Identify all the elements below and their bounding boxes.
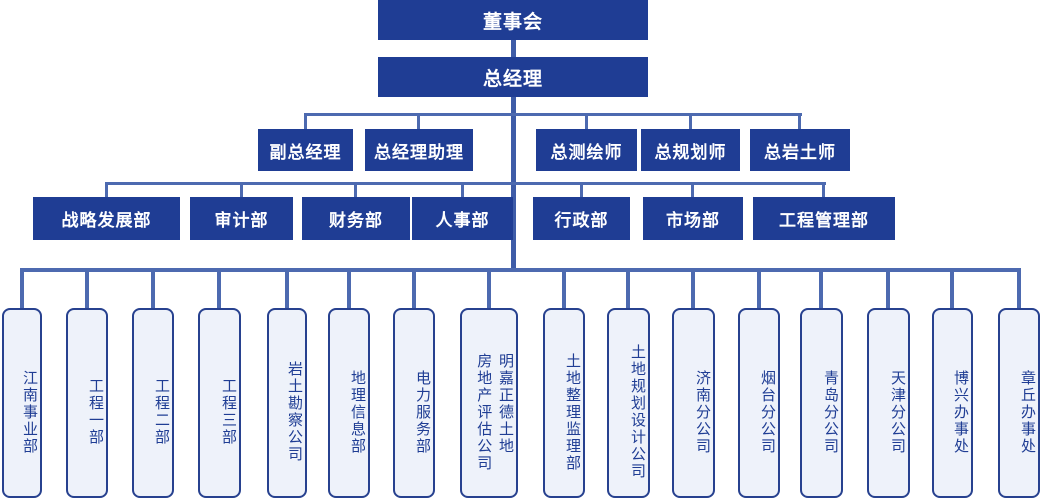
connector-bar-level3 bbox=[304, 113, 802, 116]
connector-drop bbox=[585, 113, 588, 130]
unit-land-consolidation-supervision-dept: 土地整理监理部 bbox=[543, 308, 585, 498]
node-strategy-development-dept: 战略发展部 bbox=[33, 197, 180, 240]
unit-qingdao-branch: 青岛分公司 bbox=[800, 308, 843, 498]
node-admin-dept: 行政部 bbox=[533, 197, 630, 240]
unit-zhangqiu-office: 章丘办事处 bbox=[998, 308, 1040, 498]
connector-drop bbox=[151, 268, 155, 308]
node-audit-dept: 审计部 bbox=[190, 197, 293, 240]
connector-drop bbox=[886, 268, 890, 308]
connector-drop bbox=[487, 268, 491, 308]
connector-drop bbox=[689, 113, 692, 130]
connector-drop bbox=[580, 182, 583, 197]
node-deputy-general-manager: 副总经理 bbox=[258, 129, 353, 171]
connector-drop bbox=[354, 182, 357, 197]
connector-drop bbox=[347, 268, 351, 308]
node-hr-dept: 人事部 bbox=[412, 197, 513, 240]
unit-mingjia-zhengde-appraisal-company: 明嘉正德土地 房地产评估公司 bbox=[460, 308, 518, 498]
unit-tianjin-branch: 天津分公司 bbox=[867, 308, 910, 498]
unit-geotech-survey-company: 岩土勘察公司 bbox=[267, 308, 307, 498]
unit-land-planning-design-company: 土地规划设计公司 bbox=[607, 308, 650, 498]
node-chief-surveyor: 总测绘师 bbox=[536, 129, 637, 171]
node-chief-planner: 总规划师 bbox=[641, 129, 740, 171]
unit-jiangnan-division: 江南事业部 bbox=[2, 308, 42, 498]
unit-power-service-dept: 电力服务部 bbox=[393, 308, 435, 498]
connector-drop bbox=[285, 268, 289, 308]
connector-drop bbox=[822, 182, 825, 197]
connector-drop bbox=[217, 268, 221, 308]
connector-drop bbox=[562, 268, 566, 308]
connector-drop bbox=[1017, 268, 1021, 308]
connector-drop bbox=[798, 113, 801, 130]
connector-drop bbox=[105, 182, 108, 197]
connector-drop bbox=[819, 268, 823, 308]
connector-drop bbox=[691, 182, 694, 197]
connector-drop bbox=[691, 268, 695, 308]
unit-engineering-dept-3: 工程三部 bbox=[198, 308, 241, 498]
unit-engineering-dept-2: 工程二部 bbox=[132, 308, 174, 498]
unit-geographic-info-dept: 地理信息部 bbox=[328, 308, 370, 498]
connector-drop bbox=[757, 268, 761, 308]
connector-drop bbox=[240, 182, 243, 197]
node-board-of-directors: 董事会 bbox=[378, 0, 648, 40]
connector-drop bbox=[950, 268, 954, 308]
node-marketing-dept: 市场部 bbox=[643, 197, 743, 240]
connector-drop bbox=[20, 268, 24, 308]
connector-drop bbox=[461, 182, 464, 197]
node-finance-dept: 财务部 bbox=[302, 197, 410, 240]
connector-drop bbox=[304, 113, 307, 130]
connector-drop bbox=[626, 268, 630, 308]
connector-drop bbox=[85, 268, 89, 308]
node-chief-geotech-engineer: 总岩土师 bbox=[750, 129, 850, 171]
connector-board-gm bbox=[511, 40, 516, 57]
unit-jinan-branch: 济南分公司 bbox=[672, 308, 715, 498]
node-gm-assistant: 总经理助理 bbox=[365, 129, 473, 171]
unit-boxing-office: 博兴办事处 bbox=[932, 308, 973, 498]
connector-drop bbox=[417, 113, 420, 130]
connector-bar-level5 bbox=[20, 268, 1021, 272]
unit-engineering-dept-1: 工程一部 bbox=[66, 308, 108, 498]
unit-yantai-branch: 烟台分公司 bbox=[738, 308, 780, 498]
connector-bar-level4 bbox=[105, 182, 826, 185]
node-general-manager: 总经理 bbox=[378, 57, 648, 97]
connector-drop bbox=[412, 268, 416, 308]
node-engineering-mgmt-dept: 工程管理部 bbox=[753, 197, 895, 240]
